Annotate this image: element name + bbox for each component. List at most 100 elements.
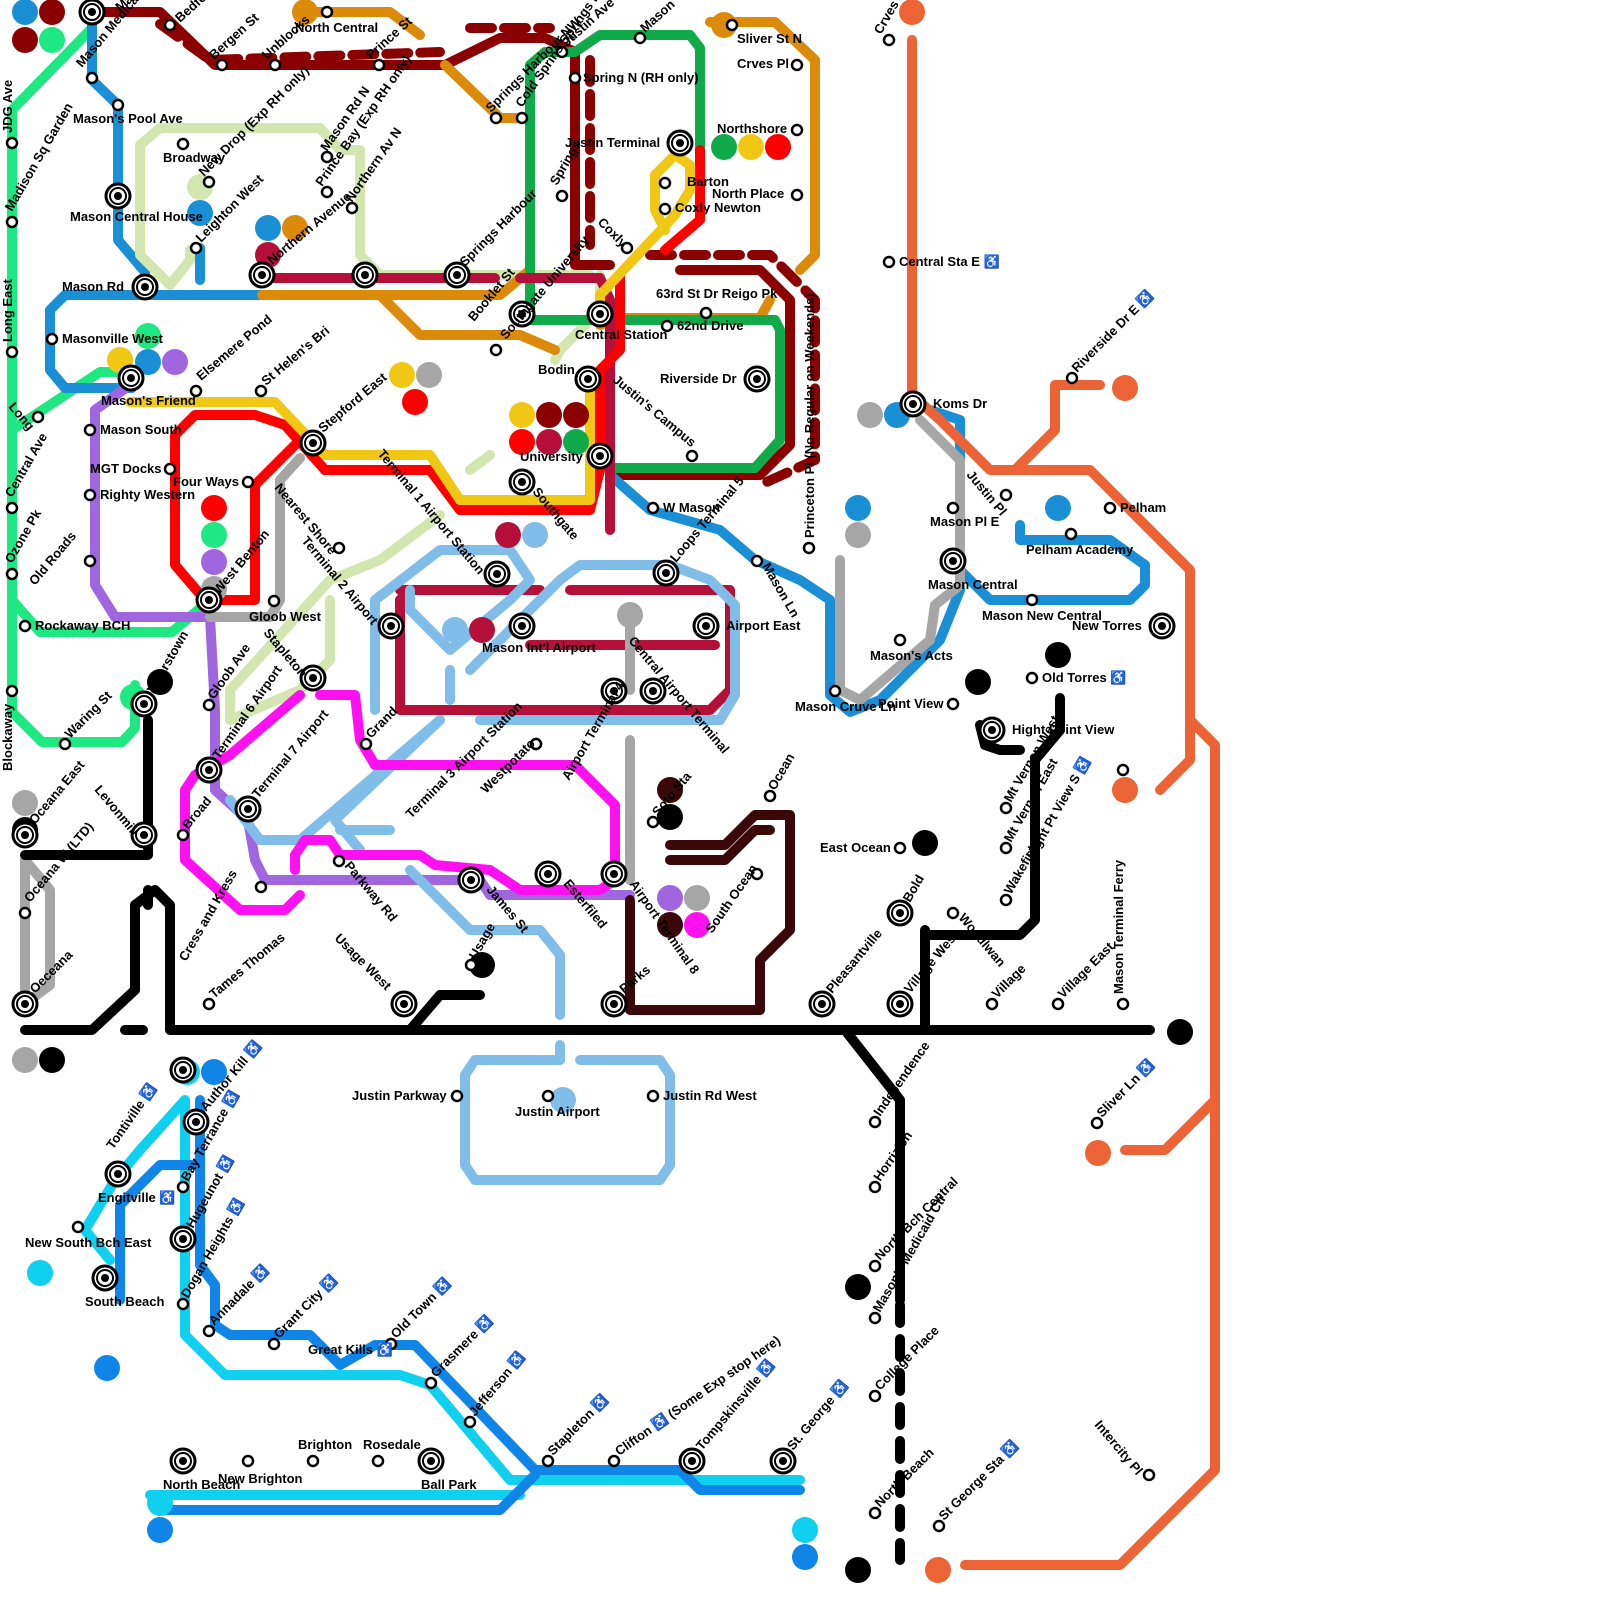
station-intercity-pl[interactable] — [1142, 1468, 1156, 1482]
station-northern-avenue[interactable] — [248, 261, 276, 289]
station-long-east[interactable] — [5, 345, 19, 359]
station-old-torres[interactable] — [1025, 671, 1039, 685]
station-righty-western[interactable] — [83, 488, 97, 502]
station-broad[interactable] — [176, 828, 190, 842]
station-terminal2[interactable] — [377, 612, 405, 640]
station-southgate[interactable] — [508, 468, 536, 496]
station-prince-bay[interactable] — [320, 185, 334, 199]
station-justin-parkway[interactable] — [450, 1089, 464, 1103]
station-mason-south[interactable] — [83, 423, 97, 437]
station-north-beach[interactable] — [169, 1447, 197, 1475]
station-old-roads[interactable] — [83, 554, 97, 568]
station-westpotato[interactable] — [529, 737, 543, 751]
station-northshore[interactable] — [790, 123, 804, 137]
station-mason-cruve[interactable] — [828, 684, 842, 698]
station-pleasantville[interactable] — [808, 990, 836, 1018]
station-mason-medical[interactable] — [85, 71, 99, 85]
station-vicarstown[interactable] — [130, 690, 158, 718]
station-madison-sq[interactable] — [5, 215, 19, 229]
station-elsemere[interactable] — [189, 384, 203, 398]
station-north-bch-central[interactable] — [868, 1259, 882, 1273]
station-booklet-st[interactable] — [508, 300, 536, 328]
station-bold[interactable] — [886, 899, 914, 927]
station-mt-vernon-east[interactable] — [999, 841, 1013, 855]
station-james-st[interactable] — [457, 866, 485, 894]
station-riverside-dr[interactable] — [743, 365, 771, 393]
station-pelham-academy[interactable] — [1064, 527, 1078, 541]
station-justin-pl[interactable] — [999, 488, 1013, 502]
station-soto-sta[interactable] — [646, 815, 660, 829]
station-hugeunot[interactable] — [169, 1225, 197, 1253]
station-masons-friend[interactable] — [117, 364, 145, 392]
station-bedford[interactable] — [163, 18, 177, 32]
station-central-sta-e[interactable] — [882, 255, 896, 269]
station-unblocks[interactable] — [268, 58, 282, 72]
station-northern-av-n[interactable] — [345, 201, 359, 215]
station-usage-west[interactable] — [390, 990, 418, 1018]
station-sliver-ln[interactable] — [1090, 1116, 1104, 1130]
station-masonville[interactable] — [78, 0, 106, 26]
station-grand[interactable] — [359, 737, 373, 751]
station-four-ways[interactable] — [241, 475, 255, 489]
station-mason-pl-e[interactable] — [946, 501, 960, 515]
station-mason-central[interactable] — [939, 547, 967, 575]
station-nearest-shore[interactable] — [332, 541, 346, 555]
station-bay-terrance[interactable] — [176, 1180, 190, 1194]
station-new-torres[interactable] — [1148, 612, 1176, 640]
station-spring-n[interactable] — [568, 71, 582, 85]
station-masonville-west[interactable] — [45, 332, 59, 346]
station-bodin[interactable] — [574, 365, 602, 393]
station-mason-central-house[interactable] — [104, 182, 132, 210]
station-rockaway-bch[interactable] — [18, 619, 32, 633]
station-masons-acts[interactable] — [893, 633, 907, 647]
station-pelham[interactable] — [1103, 501, 1117, 515]
station-ocean[interactable] — [763, 789, 777, 803]
station-tames-thomas[interactable] — [202, 997, 216, 1011]
station-sliver-st-n[interactable] — [725, 18, 739, 32]
station-justins-campus[interactable] — [685, 449, 699, 463]
station-independence[interactable] — [868, 1115, 882, 1129]
station-62nd[interactable] — [660, 319, 674, 333]
station-old-town[interactable] — [384, 1337, 398, 1351]
station-mason-rd[interactable] — [131, 273, 159, 301]
station-barton[interactable] — [658, 176, 672, 190]
station-cold-sprins[interactable] — [515, 111, 529, 125]
station-grant-city[interactable] — [267, 1337, 281, 1351]
station-loops-t5[interactable] — [652, 559, 680, 587]
station-broadway[interactable] — [176, 137, 190, 151]
station-st-george[interactable] — [769, 1447, 797, 1475]
station-east-ocean[interactable] — [893, 841, 907, 855]
station-village-west[interactable] — [886, 990, 914, 1018]
station-new-drop[interactable] — [202, 175, 216, 189]
station-woodlwan[interactable] — [946, 906, 960, 920]
station-long[interactable] — [31, 410, 45, 424]
station-southgate-univ[interactable] — [489, 343, 503, 357]
station-hight-pt-view-s[interactable] — [1116, 763, 1130, 777]
station-stapleton-s[interactable] — [541, 1454, 555, 1468]
station-justin-airport[interactable] — [541, 1089, 555, 1103]
station-airport-t8[interactable] — [600, 860, 628, 888]
station-prince-st[interactable] — [372, 58, 386, 72]
station-gloob-west[interactable] — [267, 594, 281, 608]
station-mason-intl[interactable] — [508, 612, 536, 640]
station-annadale[interactable] — [202, 1324, 216, 1338]
station-clifton[interactable] — [607, 1454, 621, 1468]
station-college-place[interactable] — [868, 1389, 882, 1403]
station-author-kill[interactable] — [182, 1108, 210, 1136]
station-university[interactable] — [586, 442, 614, 470]
station-ozone-pk[interactable] — [5, 567, 19, 581]
station-ball-park[interactable] — [417, 1447, 445, 1475]
station-levonmill[interactable] — [130, 821, 158, 849]
station-bergen[interactable] — [215, 58, 229, 72]
station-cress-kress[interactable] — [254, 880, 268, 894]
station-masons-medicaid[interactable] — [868, 1311, 882, 1325]
station-oceana-east[interactable] — [11, 821, 39, 849]
station-coxly-newton[interactable] — [658, 202, 672, 216]
station-justin-rd-west[interactable] — [646, 1089, 660, 1103]
station-central-ave[interactable] — [5, 501, 19, 515]
station-engitville[interactable] — [104, 1160, 132, 1188]
station-brighton[interactable] — [306, 1454, 320, 1468]
station-crves-pl-e[interactable] — [882, 33, 896, 47]
station-rosedale[interactable] — [371, 1454, 385, 1468]
station-st-helens[interactable] — [254, 384, 268, 398]
